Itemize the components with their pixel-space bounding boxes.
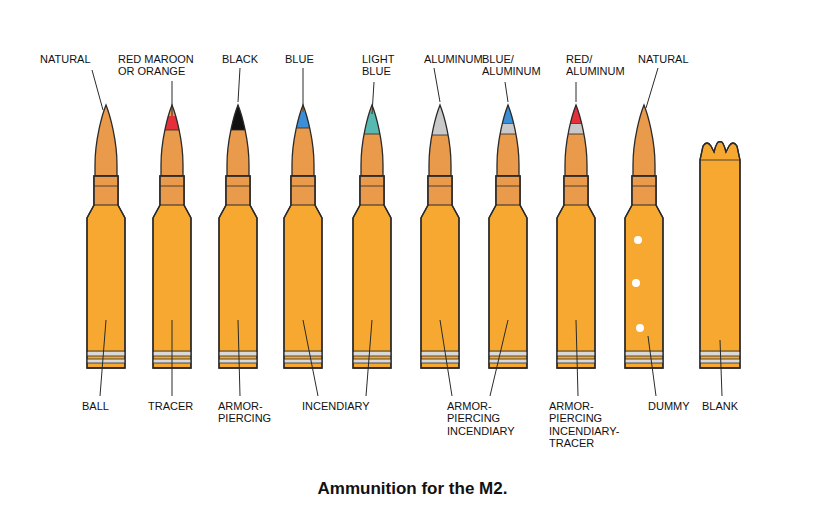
tip-color-label: BLUE/ ALUMINUM (482, 53, 552, 78)
ammo-type-label: BALL (82, 400, 132, 412)
tip-color-label: BLUE (285, 53, 325, 65)
leader-line (648, 336, 656, 396)
cartridge (489, 100, 527, 368)
leader-line (100, 320, 106, 396)
tip-color-label: RED MAROON OR ORANGE (118, 53, 200, 78)
ammo-type-label: DUMMY (648, 400, 698, 412)
ammo-type-label: BLANK (702, 400, 752, 412)
cartridge (421, 100, 459, 368)
tip-color-label: NATURAL (40, 53, 102, 65)
leader-line (576, 82, 577, 102)
cartridge (353, 105, 391, 368)
tip-color-label: LIGHT BLUE (362, 53, 402, 78)
leader-line (646, 68, 658, 108)
cartridge (700, 142, 740, 368)
leader-line (505, 82, 508, 102)
cartridge (625, 105, 663, 368)
leader-line (172, 320, 173, 396)
leader-line (366, 320, 372, 396)
ammo-type-label: ARMOR- PIERCING (218, 400, 280, 425)
leader-line (172, 81, 173, 116)
leader-line (303, 68, 304, 112)
ammo-type-label: INCENDIARY (302, 400, 392, 412)
ammo-type-label: ARMOR- PIERCING INCENDIARY- TRACER (549, 400, 633, 449)
leader-line (238, 68, 240, 102)
tip-color-label: NATURAL (638, 53, 700, 65)
cartridge (87, 105, 125, 368)
leader-line (720, 340, 722, 396)
leader-line (440, 320, 452, 396)
ammo-type-label: TRACER (148, 400, 208, 412)
leader-line (372, 82, 374, 114)
leader-line (576, 320, 578, 396)
figure-caption: Ammunition for the M2. (0, 479, 825, 499)
ammo-type-label: ARMOR- PIERCING INCENDIARY (447, 400, 531, 437)
leader-line (303, 320, 318, 396)
tip-color-label: BLACK (222, 53, 272, 65)
leader-line (92, 70, 103, 110)
leader-line (238, 320, 240, 396)
tip-color-label: RED/ ALUMINUM (566, 53, 638, 78)
leader-line (490, 320, 508, 396)
cartridge (284, 105, 322, 368)
leader-line (434, 68, 440, 102)
